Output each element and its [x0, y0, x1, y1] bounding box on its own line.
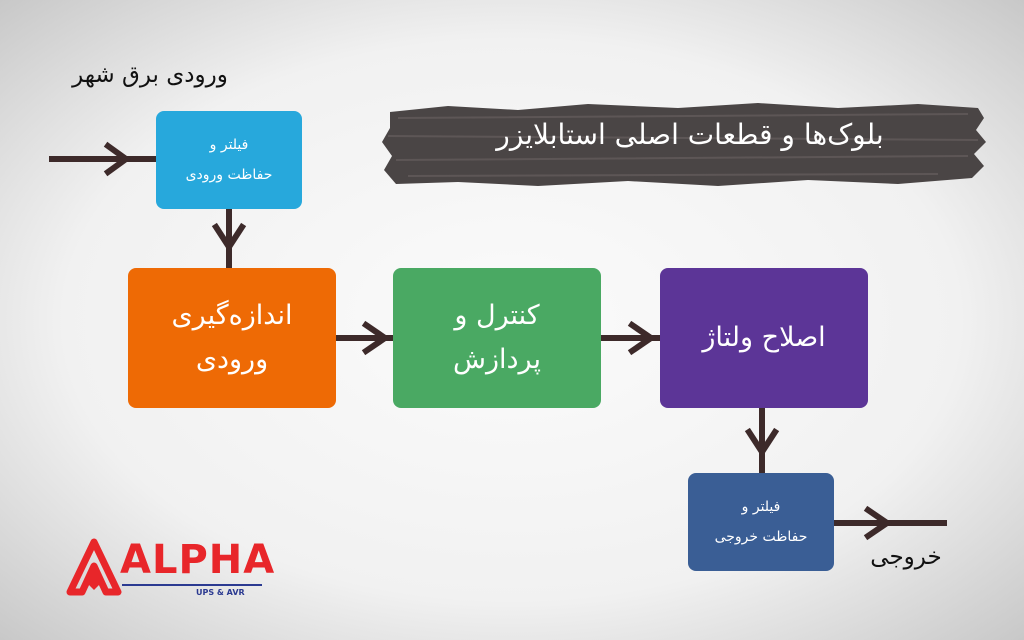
input-arrowhead — [103, 141, 132, 177]
measure-to-control-arrowhead — [361, 320, 391, 356]
input-filter-block: فیلتر و حفاظت ورودی — [156, 111, 302, 209]
output-filter-line1: فیلتر و — [741, 499, 781, 515]
output-filter-line2: حفاظت خروجی — [714, 529, 808, 545]
alpha-logo-icon — [66, 538, 122, 596]
input-filter-line2: حفاظت ورودی — [185, 167, 273, 183]
input-measure-line2: ورودی — [195, 344, 269, 375]
output-label: خروجی — [870, 544, 942, 570]
logo-subtitle: UPS & AVR — [196, 588, 245, 597]
logo-wordmark: ALPHA — [120, 537, 276, 583]
control-to-correction-arrowhead — [627, 320, 657, 356]
correction-to-output-arrowhead — [744, 427, 780, 458]
control-line1: کنترل و — [454, 300, 540, 331]
filter-to-measure-arrowhead — [211, 222, 247, 253]
output-arrowhead — [863, 505, 893, 541]
input-label: ورودی برق شهر — [72, 62, 228, 88]
banner-title: بلوک‌ها و قطعات اصلی استابلایزر — [496, 118, 884, 151]
voltage-correction-block: اصلاح ولتاژ — [660, 268, 868, 408]
input-measure-block: اندازه‌گیری ورودی — [128, 268, 336, 408]
voltage-correction-line1: اصلاح ولتاژ — [702, 322, 826, 353]
control-line2: پردازش — [453, 344, 541, 375]
title-banner-brush — [382, 103, 986, 186]
input-measure-line1: اندازه‌گیری — [171, 300, 293, 331]
control-block: کنترل و پردازش — [393, 268, 601, 408]
logo-underline — [122, 584, 262, 586]
output-filter-block: فیلتر و حفاظت خروجی — [688, 473, 834, 571]
input-filter-line1: فیلتر و — [209, 137, 249, 153]
